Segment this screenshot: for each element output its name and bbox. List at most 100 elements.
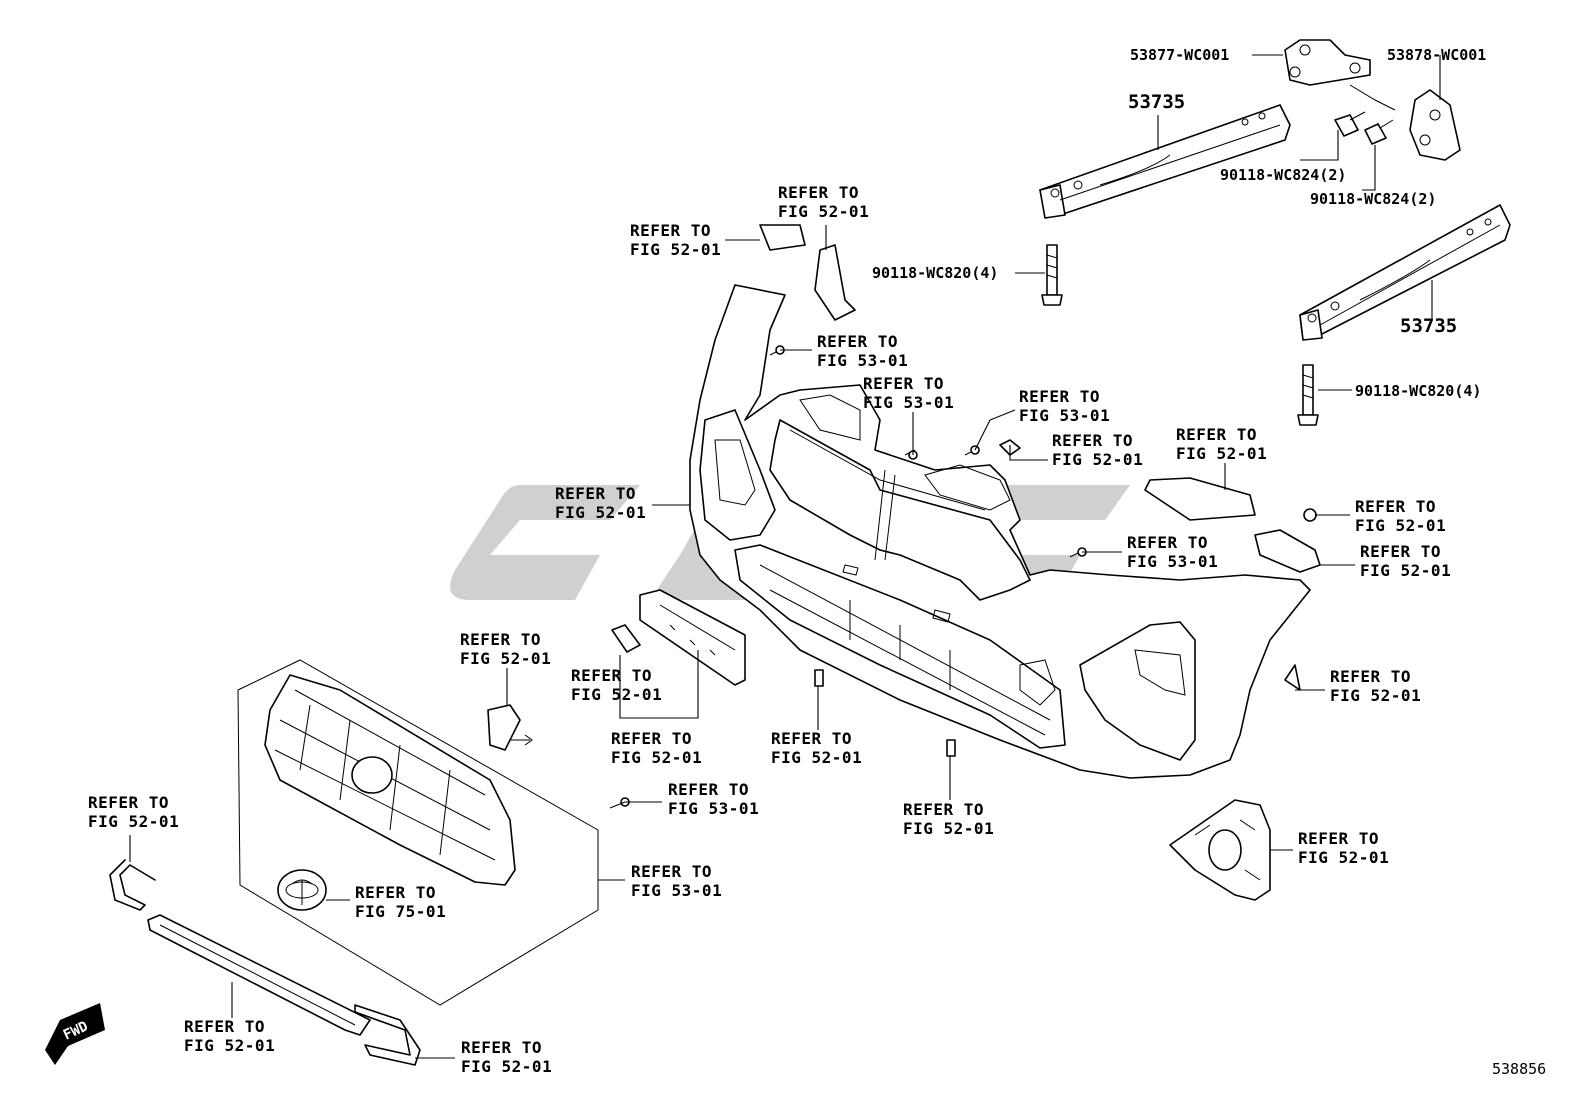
refer-fig: FIG 52-01 bbox=[461, 1057, 552, 1076]
front-bumper-cover bbox=[689, 284, 1311, 779]
refer-line: REFER TO bbox=[1298, 829, 1379, 848]
callout-90118-wc820-left: 90118-WC820(4) bbox=[872, 264, 998, 282]
refer-line: REFER TO bbox=[863, 374, 944, 393]
bracket-link-line bbox=[1349, 84, 1396, 111]
refer-fig: FIG 53-01 bbox=[1019, 406, 1110, 425]
left-garnish bbox=[109, 859, 156, 911]
refer-line: REFER TO bbox=[903, 800, 984, 819]
refer-line: REFER TO bbox=[1355, 497, 1436, 516]
refer-line: REFER TO bbox=[630, 221, 711, 240]
refer-line: REFER TO bbox=[817, 332, 898, 351]
refer-line: REFER TO bbox=[1176, 425, 1257, 444]
diagram-number: 538856 bbox=[1492, 1060, 1546, 1078]
right-garnish bbox=[354, 1004, 421, 1066]
license-plate-bracket bbox=[611, 589, 746, 686]
refer-fig: FIG 52-01 bbox=[1330, 686, 1421, 705]
refer-fig: FIG 52-01 bbox=[1176, 444, 1267, 463]
refer-fig: FIG 52-01 bbox=[1360, 561, 1451, 580]
refer-line: REFER TO bbox=[1127, 533, 1208, 552]
bolt-90118-wc820-left bbox=[1041, 244, 1063, 306]
refer-line: REFER TO bbox=[184, 1017, 265, 1036]
refer-line: REFER TO bbox=[1019, 387, 1100, 406]
refer-fig: FIG 52-01 bbox=[184, 1036, 275, 1055]
bumper-arm-53735-top bbox=[1039, 104, 1291, 219]
fwd-arrow-badge: FWD bbox=[45, 1003, 105, 1065]
refer-line: REFER TO bbox=[88, 793, 169, 812]
refer-line: REFER TO bbox=[1330, 667, 1411, 686]
refer-fig: FIG 53-01 bbox=[1127, 552, 1218, 571]
bolt-90118-wc824-a bbox=[1334, 111, 1366, 137]
refer-fig: FIG 53-01 bbox=[863, 393, 954, 412]
callout-90118-wc820-right: 90118-WC820(4) bbox=[1355, 382, 1481, 400]
refer-fig: FIG 75-01 bbox=[355, 902, 446, 921]
callout-53735-top: 53735 bbox=[1128, 91, 1185, 113]
refer-line: REFER TO bbox=[631, 862, 712, 881]
refer-fig: FIG 52-01 bbox=[611, 748, 702, 767]
callout-90118-wc824-a: 90118-WC824(2) bbox=[1220, 166, 1346, 184]
refer-line: REFER TO bbox=[1052, 431, 1133, 450]
toyota-emblem bbox=[277, 869, 327, 911]
refer-fig: FIG 53-01 bbox=[817, 351, 908, 370]
bolt-90118-wc824-b bbox=[1364, 119, 1394, 145]
callout-90118-wc824-b: 90118-WC824(2) bbox=[1310, 190, 1436, 208]
refer-line: REFER TO bbox=[555, 484, 636, 503]
refer-line: REFER TO bbox=[668, 780, 749, 799]
callout-53877-wc001: 53877-WC001 bbox=[1130, 46, 1229, 64]
retainer-parts bbox=[609, 224, 1321, 809]
refer-fig: FIG 52-01 bbox=[88, 812, 179, 831]
grille-assembly-box bbox=[237, 659, 599, 1006]
refer-line: REFER TO bbox=[355, 883, 436, 902]
callout-53735-right: 53735 bbox=[1400, 315, 1457, 337]
fog-lamp-cover bbox=[1169, 799, 1271, 901]
refer-fig: FIG 52-01 bbox=[460, 649, 551, 668]
refer-line: REFER TO bbox=[461, 1038, 542, 1057]
bracket-53878 bbox=[1409, 89, 1461, 161]
refer-fig: FIG 52-01 bbox=[1052, 450, 1143, 469]
bolt-90118-wc820-right bbox=[1297, 364, 1319, 426]
refer-fig: FIG 52-01 bbox=[771, 748, 862, 767]
clip-arrow bbox=[510, 734, 533, 746]
bumper-arm-53735-right bbox=[1299, 204, 1511, 341]
leader-lines bbox=[129, 54, 1441, 1059]
refer-fig: FIG 52-01 bbox=[630, 240, 721, 259]
refer-line: REFER TO bbox=[571, 666, 652, 685]
side-clip bbox=[487, 704, 521, 751]
refer-line: REFER TO bbox=[611, 729, 692, 748]
refer-fig: FIG 52-01 bbox=[555, 503, 646, 522]
refer-fig: FIG 52-01 bbox=[571, 685, 662, 704]
refer-fig: FIG 52-01 bbox=[778, 202, 869, 221]
radiator-grille bbox=[264, 674, 516, 886]
callout-53878-wc001: 53878-WC001 bbox=[1387, 46, 1486, 64]
refer-fig: FIG 52-01 bbox=[1355, 516, 1446, 535]
refer-fig: FIG 53-01 bbox=[668, 799, 759, 818]
bracket-53877 bbox=[1284, 39, 1371, 86]
refer-fig: FIG 52-01 bbox=[1298, 848, 1389, 867]
lower-molding bbox=[147, 914, 371, 1036]
refer-fig: FIG 53-01 bbox=[631, 881, 722, 900]
refer-fig: FIG 52-01 bbox=[903, 819, 994, 838]
refer-line: REFER TO bbox=[771, 729, 852, 748]
